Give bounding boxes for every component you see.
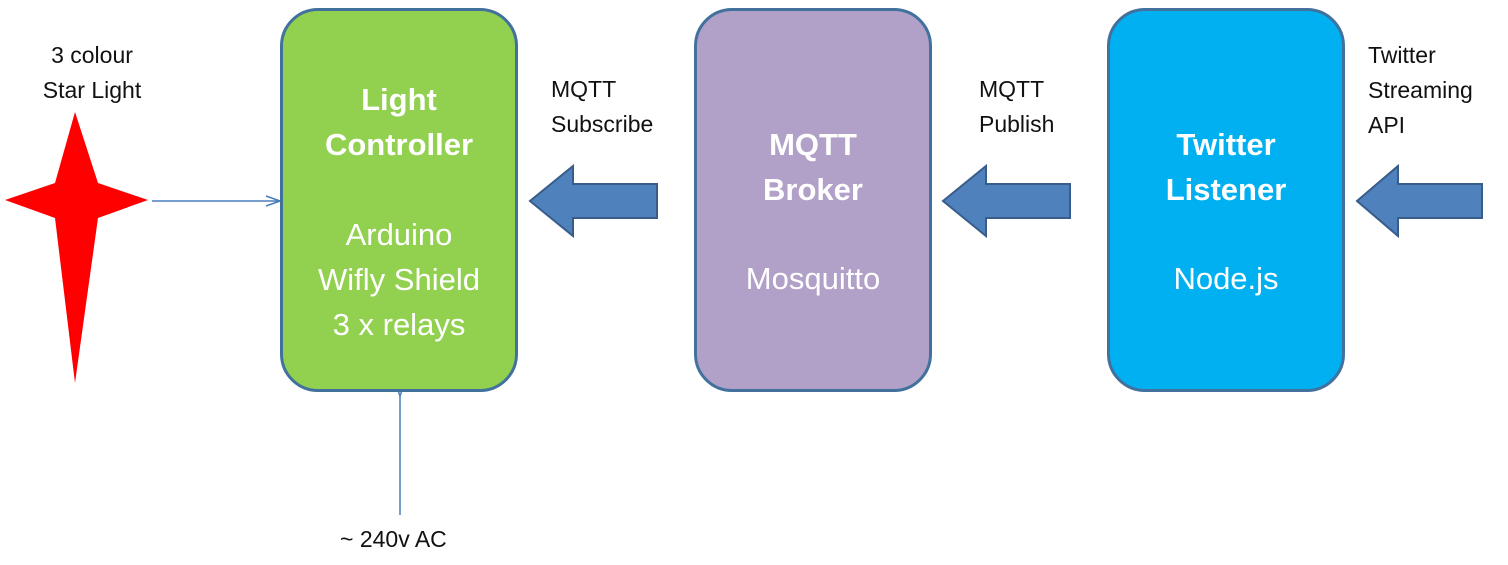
power-supply-label: ~ 240v AC (340, 526, 447, 552)
broker-to-controller-arrow (528, 163, 658, 239)
twitter-listener-title: Twitter Listener (1165, 127, 1287, 207)
listener-to-broker-arrow (941, 163, 1071, 239)
twitter-streaming-api-label: Twitter Streaming API (1368, 42, 1473, 138)
twitter-to-listener-arrow (1355, 163, 1483, 239)
light-controller-details: Arduino Wifly Shield 3 x relays (318, 217, 480, 342)
twitter-listener-details: Node.js (1173, 261, 1279, 296)
light-controller-title: Light Controller (324, 82, 474, 162)
mqtt-subscribe-label: MQTT Subscribe (551, 76, 654, 137)
mqtt-publish-label: MQTT Publish (979, 76, 1055, 137)
star-light-label: 3 colour Star Light (42, 42, 142, 103)
light-controller-box: Light Controller Arduino Wifly Shield 3 … (280, 8, 518, 392)
twitter-listener-box: Twitter Listener Node.js (1107, 8, 1345, 392)
mqtt-broker-details: Mosquitto (745, 261, 881, 296)
mqtt-broker-title: MQTT Broker (763, 127, 863, 207)
mqtt-broker-box: MQTT Broker Mosquitto (694, 8, 932, 392)
star-light-shape (5, 112, 148, 383)
